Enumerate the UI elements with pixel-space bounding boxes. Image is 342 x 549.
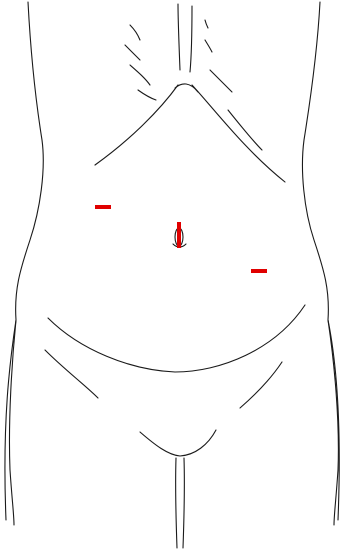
right-rib-hint-1 [205, 20, 208, 28]
left-rib-hint-4 [138, 90, 156, 100]
left-rib-hint-3 [130, 65, 150, 85]
left-costal-margin [95, 85, 178, 165]
right-torso-outline [302, 2, 339, 520]
pubic-curve [140, 430, 216, 456]
right-costal-margin [192, 85, 285, 182]
right-rib-hint-4 [228, 110, 262, 150]
sternum-line-left [178, 4, 180, 70]
incision-left-upper-quadrant [95, 205, 111, 209]
right-rib-hint-3 [210, 70, 232, 92]
left-torso-outline [5, 2, 43, 520]
right-inguinal-line [240, 362, 282, 408]
left-rib-hint-1 [130, 25, 140, 40]
left-inguinal-line [45, 350, 98, 398]
right-inner-thigh-line [183, 458, 184, 548]
sternum-line-right [190, 6, 192, 72]
left-rib-hint-2 [125, 45, 140, 60]
incision-umbilical [177, 222, 181, 248]
left-inner-thigh-line [176, 458, 177, 548]
epigastric-curve [175, 84, 198, 92]
incision-right-lower-quadrant [251, 269, 267, 273]
left-hip-line [9, 320, 16, 525]
incision-markers [95, 205, 267, 273]
right-rib-hint-2 [205, 40, 212, 52]
lower-abdomen-curve [48, 305, 305, 372]
